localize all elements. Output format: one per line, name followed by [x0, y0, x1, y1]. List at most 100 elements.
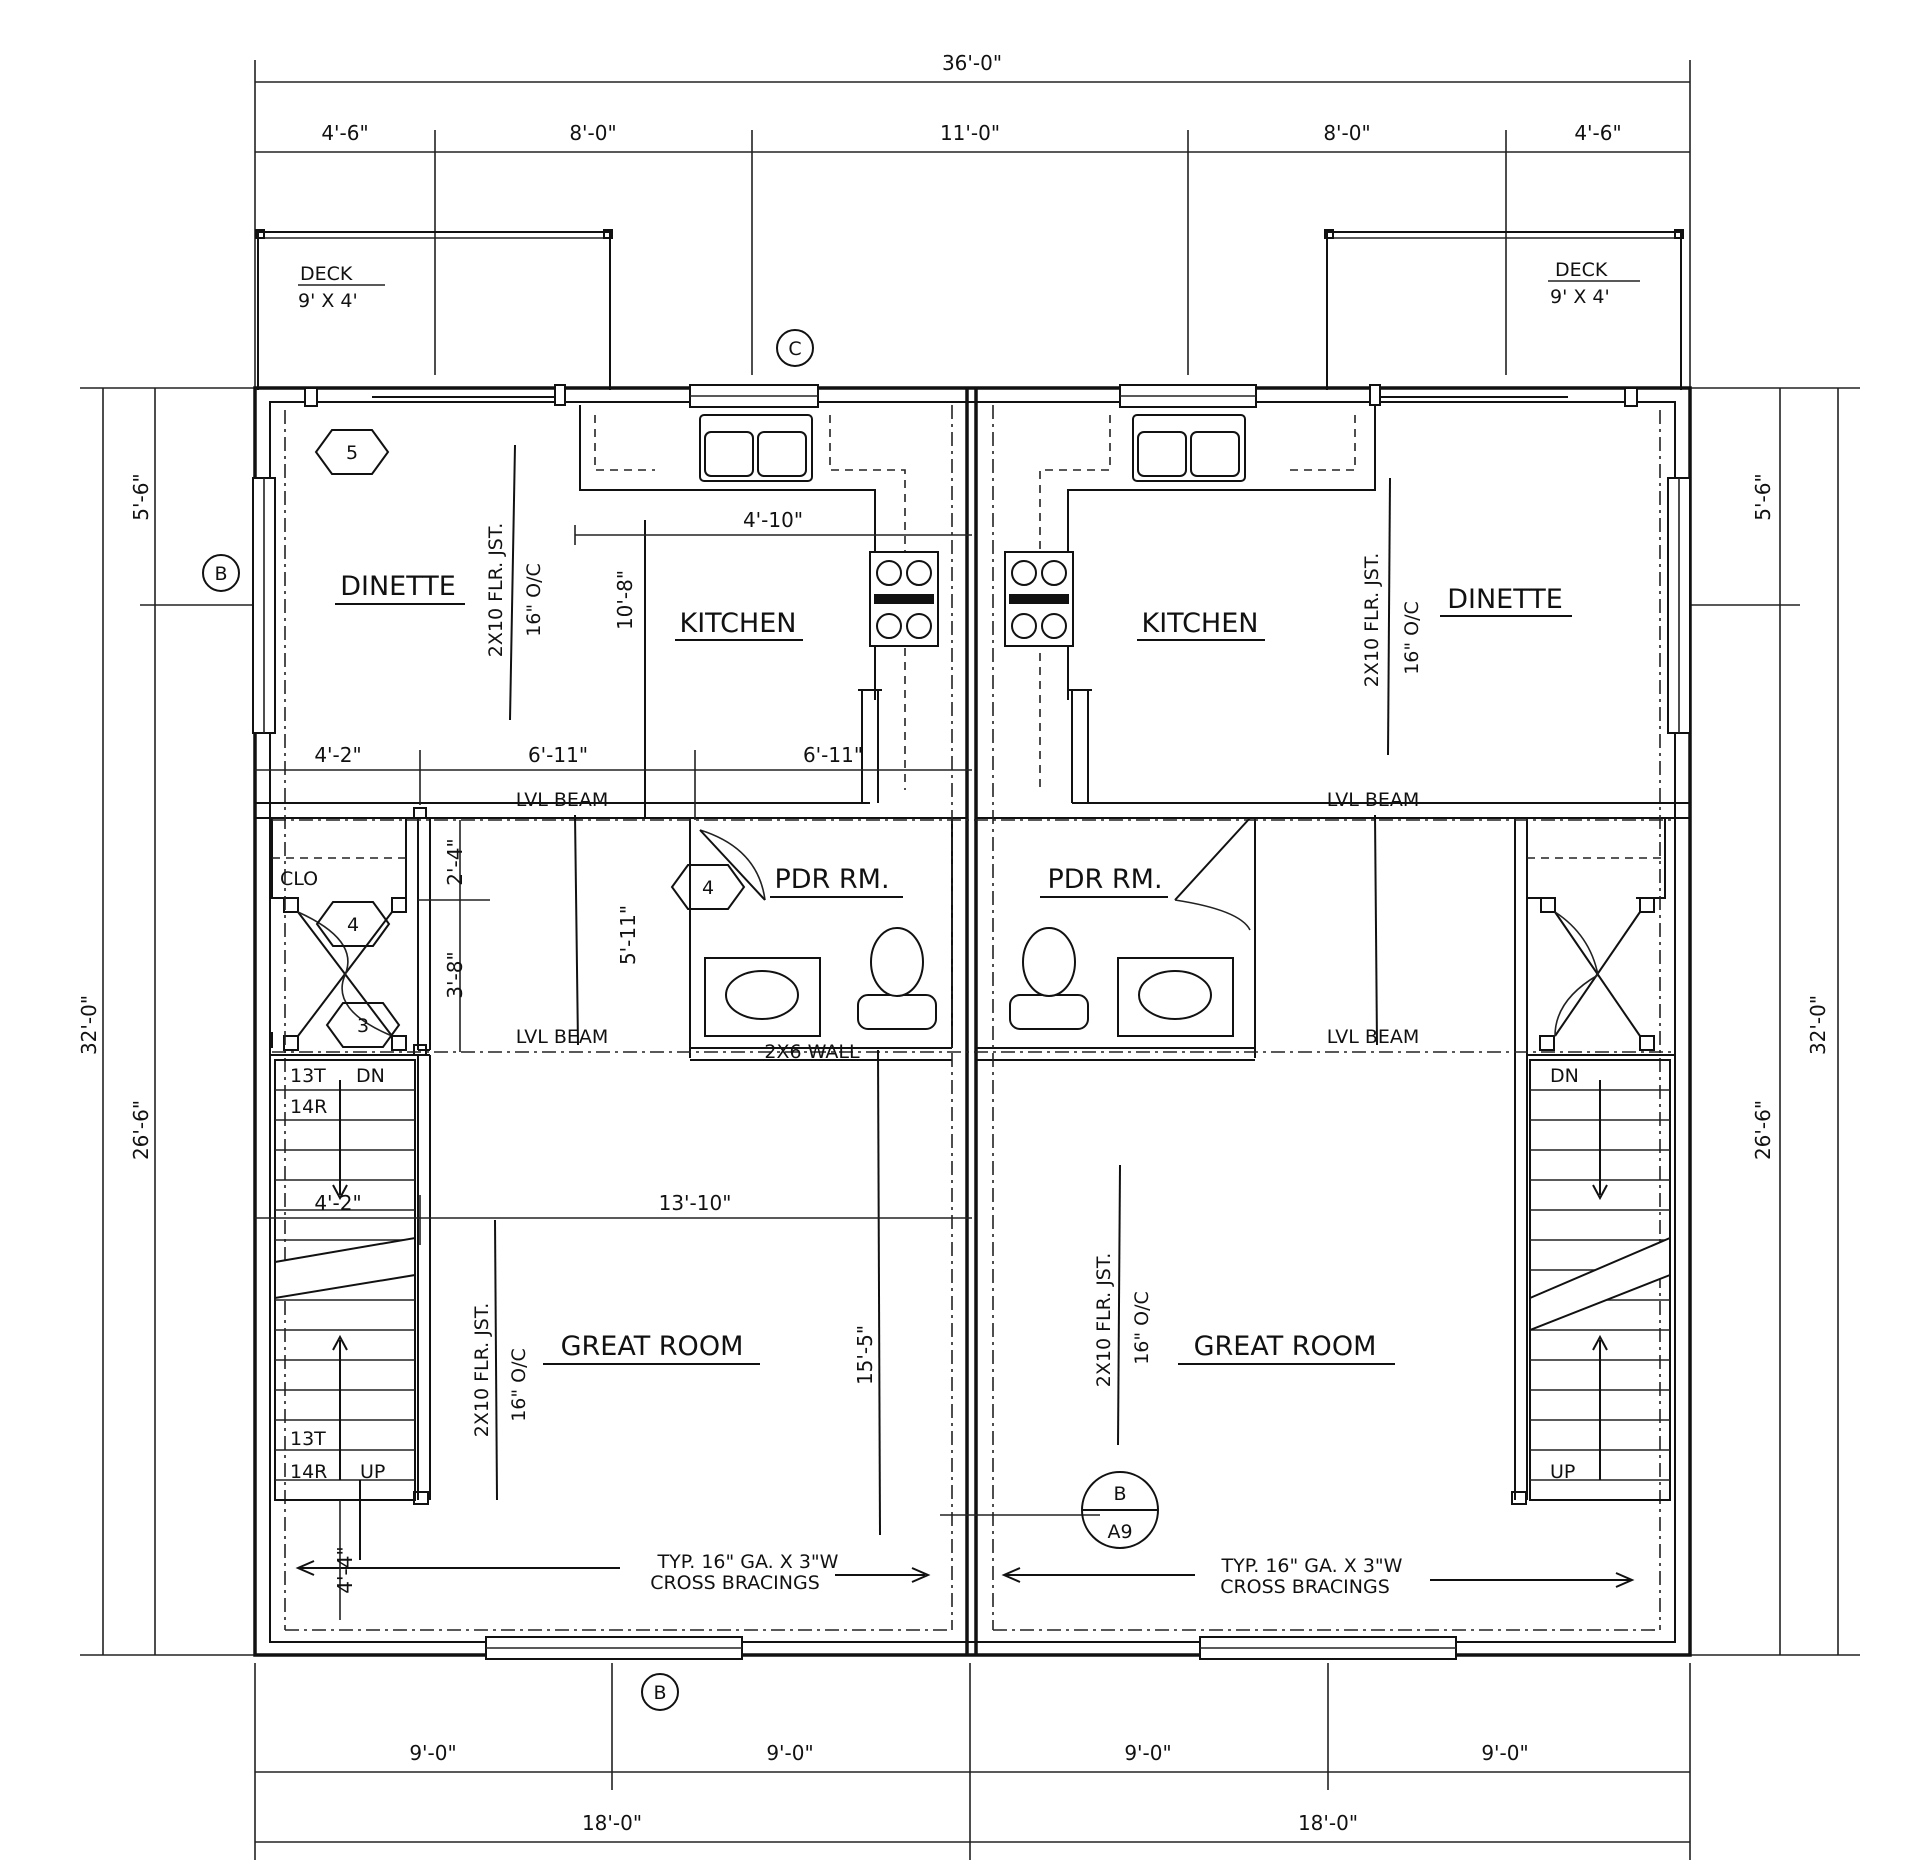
- bottom-dim-2: 9'-0": [766, 1741, 813, 1765]
- door-tag-4-powder-label: 4: [702, 877, 714, 899]
- door-tag-4-closet: [315, 901, 391, 947]
- windows-side: [252, 477, 1691, 734]
- deck-left-size: 9' X 4': [298, 290, 358, 312]
- joist-note-great-right-2: 16" O/C: [1131, 1291, 1153, 1365]
- hall-depth-dim: 3'-8": [443, 951, 467, 998]
- bracing-note-left-1: TYP. 16" GA. X 3"W: [657, 1551, 839, 1573]
- top-dim-4: 8'-0": [1323, 121, 1370, 145]
- joist-span-lines: [494, 444, 1391, 1536]
- window-tag-b-side: [202, 554, 240, 592]
- joist-note-dinette-right-2: 16" O/C: [1401, 601, 1423, 675]
- stair-width-dim: 4'-2": [314, 1191, 361, 1215]
- deck-right-size: 9' X 4': [1550, 286, 1610, 308]
- bracing-note-right-2: CROSS BRACINGS: [1220, 1576, 1390, 1598]
- joist-note-great-left-1: 2X10 FLR. JST.: [471, 1303, 493, 1438]
- overall-depth-dim-right: 32'-0": [1806, 995, 1830, 1055]
- stair-treads-left-bottom: 13T: [290, 1428, 326, 1450]
- door-tag-5: [314, 429, 390, 475]
- exterior-walls: [253, 386, 1692, 1657]
- right-unit-walls: [976, 689, 1690, 1505]
- door-tag-3: [325, 1002, 401, 1048]
- stair-up-right: UP: [1550, 1461, 1575, 1483]
- window-tag-b-bottom-label: B: [653, 1682, 666, 1704]
- window-tag-b-side-label: B: [214, 563, 227, 585]
- kitchen-depth-dim: 10'-8": [613, 570, 637, 630]
- beam-lines: [272, 405, 1675, 1631]
- bottom-dim-3: 9'-0": [1124, 1741, 1171, 1765]
- dinette-dim-1: 4'-2": [314, 743, 361, 767]
- kitchen-width-dim: 4'-10": [743, 508, 803, 532]
- dinette-label-left: DINETTE: [340, 571, 456, 602]
- depth-top-dim-left: 5'-6": [129, 473, 153, 520]
- section-marker-letter: B: [1113, 1483, 1126, 1505]
- window-tag-c-label: C: [788, 338, 801, 360]
- bottom-dim-1: 9'-0": [409, 1741, 456, 1765]
- right-powder-fixtures: [1009, 817, 1251, 1037]
- windows-bottom: [485, 1636, 1457, 1660]
- overall-depth-dim-left: 32'-0": [77, 995, 101, 1055]
- bottom-half-dim-left: 18'-0": [582, 1811, 642, 1835]
- deck-left-label: DECK: [300, 263, 353, 285]
- deck-right: [1324, 229, 1684, 390]
- right-stairs: [1529, 1059, 1671, 1501]
- stair-risers-left-top: 14R: [290, 1096, 327, 1118]
- front-offset-dim: 4'-4": [333, 1546, 357, 1593]
- bracing-note-right-1: TYP. 16" GA. X 3"W: [1221, 1555, 1403, 1577]
- stair-up-left: UP: [360, 1461, 385, 1483]
- left-unit-walls: [255, 520, 967, 1505]
- interior-dim-lines: [255, 525, 1100, 1516]
- dinette-label-right: DINETTE: [1447, 584, 1563, 615]
- closet-doors: [297, 911, 1641, 1037]
- lvl-beam-note-4: LVL BEAM: [1327, 1026, 1420, 1048]
- depth-bottom-dim-left: 26'-6": [129, 1100, 153, 1160]
- door-tag-4-closet-label: 4: [347, 914, 359, 936]
- door-tag-3-label: 3: [357, 1015, 369, 1037]
- stair-down-left: DN: [356, 1065, 385, 1087]
- door-tag-5-label: 5: [346, 442, 358, 464]
- great-room-depth-dim: 15'-5": [853, 1325, 877, 1385]
- section-marker-sheet: A9: [1107, 1521, 1132, 1543]
- lvl-beam-note-2: LVL BEAM: [1327, 789, 1420, 811]
- bottom-dim-4: 9'-0": [1481, 1741, 1528, 1765]
- dinette-dim-2: 6'-11": [528, 743, 588, 767]
- left-kitchen-counter: [579, 405, 939, 790]
- pdr-room-label-right: PDR RM.: [1047, 864, 1162, 895]
- joist-note-great-right-1: 2X10 FLR. JST.: [1093, 1253, 1115, 1388]
- lvl-beam-note-3: LVL BEAM: [516, 1026, 609, 1048]
- wall-2x6-note: 2X6 WALL: [764, 1041, 860, 1063]
- left-powder-fixtures: [699, 829, 937, 1037]
- depth-top-dim-right: 5'-6": [1751, 473, 1775, 520]
- top-dimension-lines: [254, 60, 1691, 390]
- window-tag-b-bottom: [641, 1673, 679, 1711]
- bottom-half-dim-right: 18'-0": [1298, 1811, 1358, 1835]
- section-marker: [1081, 1471, 1159, 1549]
- closet-depth-dim: 2'-4": [443, 838, 467, 885]
- pdr-room-label-left: PDR RM.: [774, 864, 889, 895]
- overall-width-dim: 36'-0": [942, 51, 1002, 75]
- hall-width-dim: 5'-11": [616, 905, 640, 965]
- kitchen-label-right: KITCHEN: [1142, 608, 1259, 639]
- windows-top: [304, 384, 1638, 408]
- top-dim-5: 4'-6": [1574, 121, 1621, 145]
- door-tag-4-powder: [670, 864, 746, 910]
- joist-note-dinette-right-1: 2X10 FLR. JST.: [1361, 553, 1383, 688]
- side-dimension-lines: [80, 387, 1860, 1656]
- depth-bottom-dim-right: 26'-6": [1751, 1100, 1775, 1160]
- joist-note-great-left-2: 16" O/C: [508, 1348, 530, 1422]
- stair-treads-left-top: 13T: [290, 1065, 326, 1087]
- bracing-note-left-2: CROSS BRACINGS: [650, 1572, 820, 1594]
- stair-risers-left-bottom: 14R: [290, 1461, 327, 1483]
- joist-note-dinette-left-1: 2X10 FLR. JST.: [485, 523, 507, 658]
- closet-label: CLO: [280, 868, 318, 890]
- cross-bracing-arrows: [295, 1500, 1635, 1620]
- left-stairs: [274, 1059, 416, 1560]
- bottom-dimension-lines: [254, 1663, 1691, 1860]
- great-room-label-left: GREAT ROOM: [561, 1331, 744, 1362]
- window-tag-c: [776, 329, 814, 367]
- kitchen-label-left: KITCHEN: [680, 608, 797, 639]
- great-room-width-dim: 13'-10": [659, 1191, 732, 1215]
- top-dim-2: 8'-0": [569, 121, 616, 145]
- great-room-label-right: GREAT ROOM: [1194, 1331, 1377, 1362]
- top-dim-1: 4'-6": [321, 121, 368, 145]
